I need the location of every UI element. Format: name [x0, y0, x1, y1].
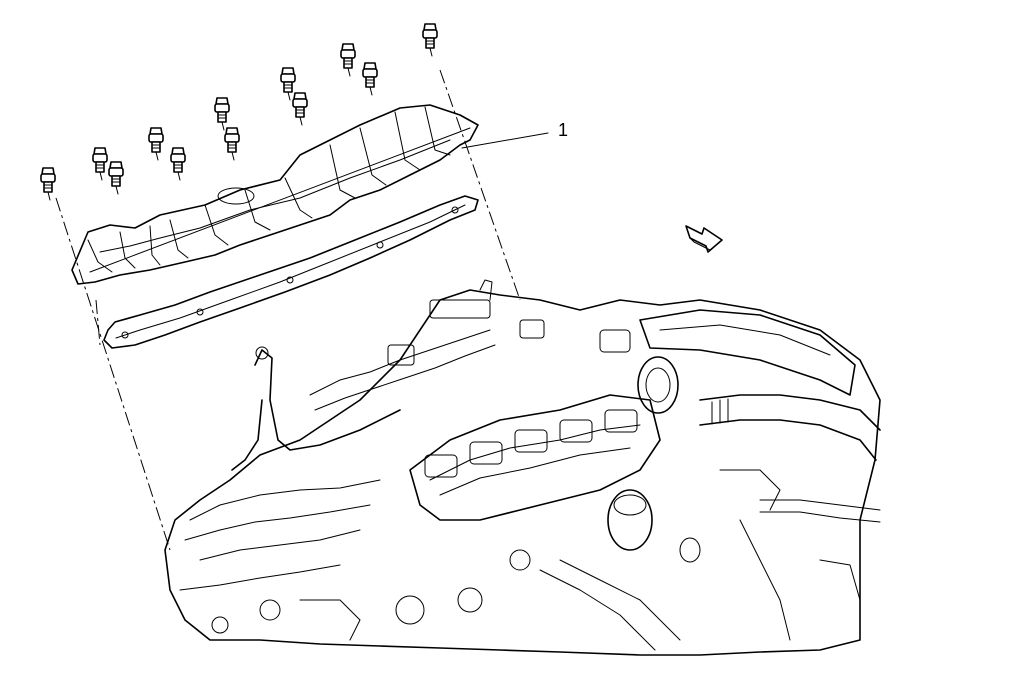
valve-cover-bolts	[40, 23, 438, 201]
valve-cover-gasket	[103, 195, 479, 349]
bolt-icon	[292, 92, 308, 126]
bolt-icon	[214, 97, 230, 131]
callout-label-1: 1	[558, 120, 569, 140]
bolt-icon	[92, 147, 108, 181]
bolt-icon	[422, 23, 438, 57]
view-direction-arrow-icon	[685, 225, 723, 253]
engine-assembly	[164, 279, 881, 656]
bolt-icon	[170, 147, 186, 181]
callout-leader-line	[461, 132, 549, 149]
bolt-icon	[40, 167, 56, 201]
alignment-lines	[55, 69, 521, 551]
bolt-icon	[224, 127, 240, 161]
bolt-icon	[148, 127, 164, 161]
bolt-icon	[108, 161, 124, 195]
valve-cover	[71, 104, 479, 285]
bolt-icon	[362, 62, 378, 96]
bolt-icon	[340, 43, 356, 77]
bolt-icon	[280, 67, 296, 101]
